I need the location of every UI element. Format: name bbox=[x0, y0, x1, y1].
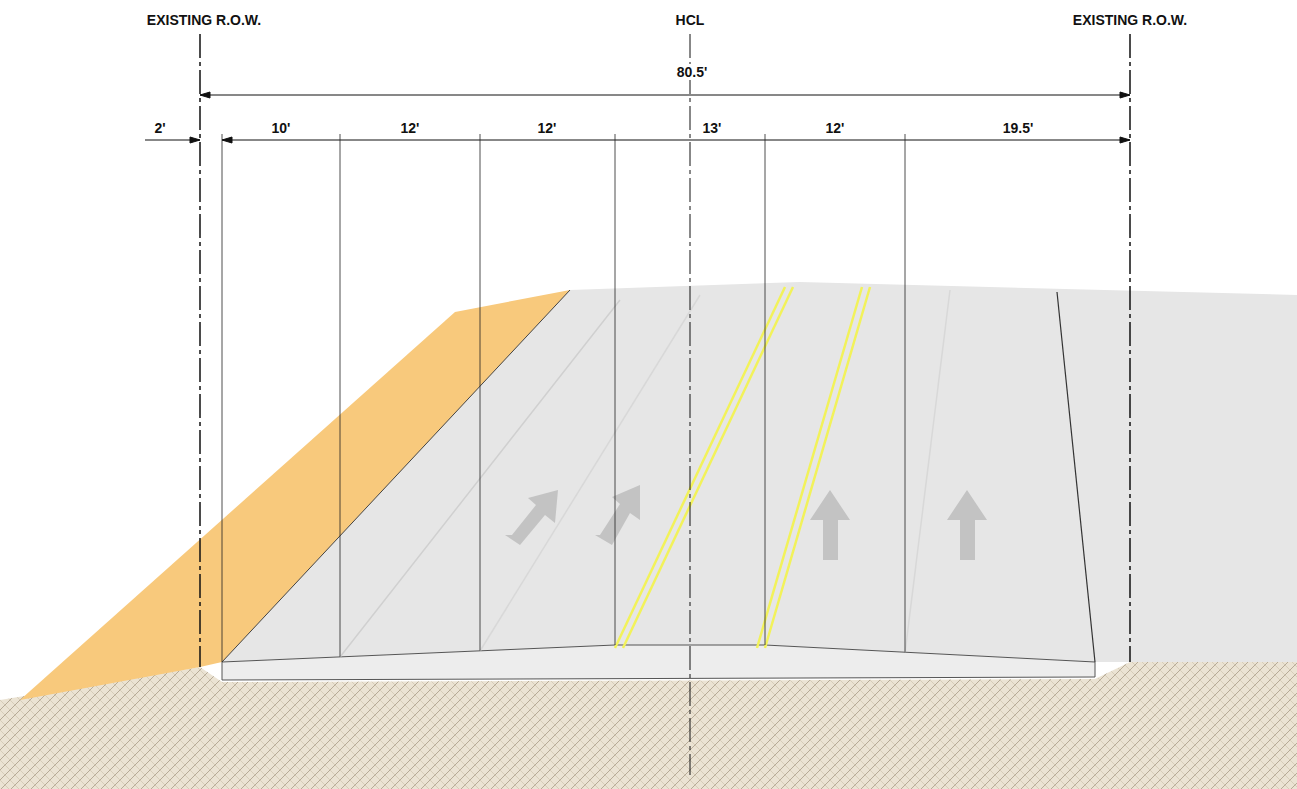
dimension-label: 19.5' bbox=[1001, 120, 1036, 136]
edge-line bbox=[1057, 292, 1095, 662]
dimension-label: 12' bbox=[536, 120, 559, 136]
centerline-label: HCL bbox=[674, 12, 707, 28]
dimension-label: 13' bbox=[701, 120, 724, 136]
row-label: EXISTING R.O.W. bbox=[145, 12, 263, 28]
dimension-label: 10' bbox=[270, 120, 293, 136]
edge-line bbox=[222, 290, 570, 662]
dimension-label: 12' bbox=[824, 120, 847, 136]
dimension-label: 2' bbox=[152, 120, 167, 136]
ground bbox=[0, 662, 1297, 789]
pavement-slab bbox=[222, 645, 1095, 680]
row-line bbox=[1129, 34, 1131, 662]
dimension-label: 80.5' bbox=[675, 64, 710, 80]
lane-line bbox=[480, 295, 700, 651]
lane-arrows bbox=[505, 485, 987, 560]
row-line bbox=[199, 34, 201, 667]
row-label: EXISTING R.O.W. bbox=[1071, 12, 1189, 28]
lane-line bbox=[905, 290, 950, 653]
dimension-label: 12' bbox=[399, 120, 422, 136]
centerline bbox=[690, 34, 691, 775]
section-ticks bbox=[222, 134, 905, 662]
yellow-lines bbox=[615, 287, 870, 648]
dimension-lines bbox=[145, 92, 1130, 143]
